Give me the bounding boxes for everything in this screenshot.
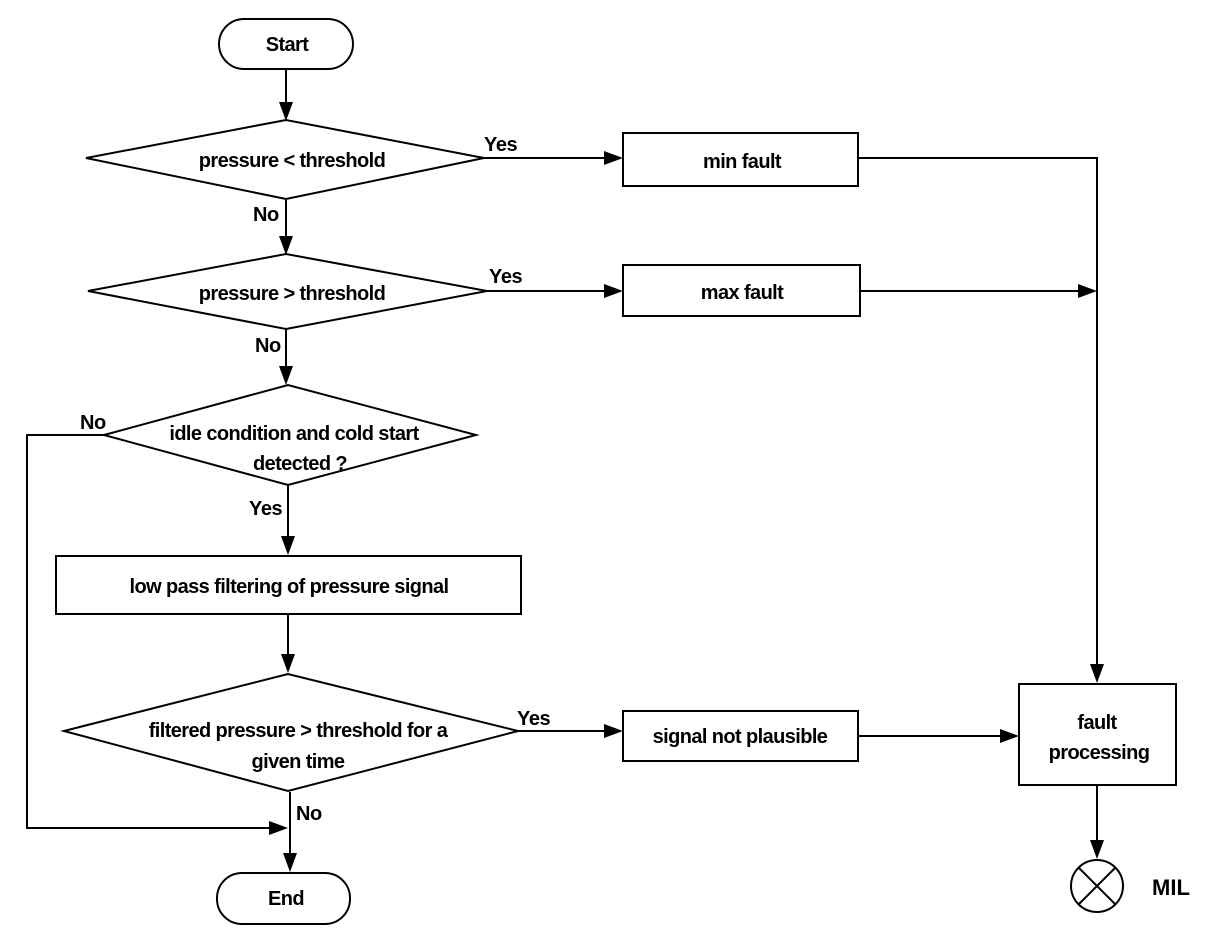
- mil-lamp-icon: [1070, 859, 1124, 913]
- end-label: End: [268, 888, 304, 910]
- decision-min-label: pressure < threshold: [199, 150, 385, 172]
- label-idle-yes: Yes: [249, 498, 283, 520]
- low-pass-filter-box: low pass filtering of pressure signal: [55, 555, 522, 615]
- fault-processing-label-line-1: fault: [1077, 712, 1117, 734]
- arrow-max-no: [279, 366, 293, 385]
- arrow-start-to-min-check: [279, 102, 293, 121]
- edge-labels: Yes No Yes No No Yes Yes No: [80, 134, 551, 825]
- arrow-idle-yes: [281, 536, 295, 555]
- decision-pressure-below-threshold: pressure < threshold: [85, 118, 485, 201]
- label-min-no: No: [253, 204, 279, 226]
- low-pass-label: low pass filtering of pressure signal: [130, 576, 449, 598]
- end-terminal: End: [216, 872, 351, 925]
- edge-min-fault-to-processing: [858, 157, 1098, 664]
- label-filtered-no: No: [296, 803, 322, 825]
- start-label: Start: [266, 34, 310, 56]
- min-fault-label: min fault: [703, 151, 782, 173]
- min-fault-box: min fault: [622, 132, 859, 187]
- arrow-filtered-yes: [604, 724, 623, 738]
- edge-idle-no: [26, 434, 269, 829]
- arrow-min-no: [279, 236, 293, 255]
- arrow-max-yes: [604, 284, 623, 298]
- arrow-idle-no: [269, 821, 288, 835]
- max-fault-label: max fault: [701, 282, 784, 304]
- label-idle-no: No: [80, 412, 106, 434]
- arrow-plausible-to-processing: [1000, 729, 1019, 743]
- arrow-processing-to-mil: [1090, 840, 1104, 859]
- signal-not-plausible-box: signal not plausible: [622, 710, 859, 762]
- decision-idle-label-line-2: detected ?: [253, 453, 347, 475]
- decision-max-label: pressure > threshold: [199, 283, 385, 305]
- arrow-filtered-no: [283, 853, 297, 872]
- signal-not-plausible-label: signal not plausible: [653, 726, 828, 748]
- start-terminal: Start: [218, 18, 354, 70]
- arrow-into-processing: [1090, 664, 1104, 683]
- decision-filtered-label-line-1: filtered pressure > threshold for a: [149, 720, 449, 742]
- arrow-min-yes: [604, 151, 623, 165]
- arrow-max-fault-join: [1078, 284, 1097, 298]
- label-filtered-yes: Yes: [517, 708, 551, 730]
- decision-filtered-pressure: filtered pressure > threshold for a give…: [60, 672, 519, 793]
- connectors: [26, 70, 1104, 872]
- fault-processing-box: fault processing: [1018, 683, 1177, 786]
- decision-idle-cold-start: idle condition and cold start detected ?: [100, 383, 480, 487]
- label-min-yes: Yes: [484, 134, 518, 156]
- decision-idle-label-line-1: idle condition and cold start: [169, 423, 419, 445]
- max-fault-box: max fault: [622, 264, 861, 317]
- label-max-no: No: [255, 335, 281, 357]
- mil-label: MIL: [1152, 875, 1190, 900]
- decision-filtered-label-line-2: given time: [252, 751, 345, 773]
- label-max-yes: Yes: [489, 266, 523, 288]
- fault-processing-label-line-2: processing: [1049, 742, 1150, 764]
- decision-pressure-above-threshold: pressure > threshold: [87, 252, 488, 331]
- arrow-lowpass-to-filtered: [281, 654, 295, 673]
